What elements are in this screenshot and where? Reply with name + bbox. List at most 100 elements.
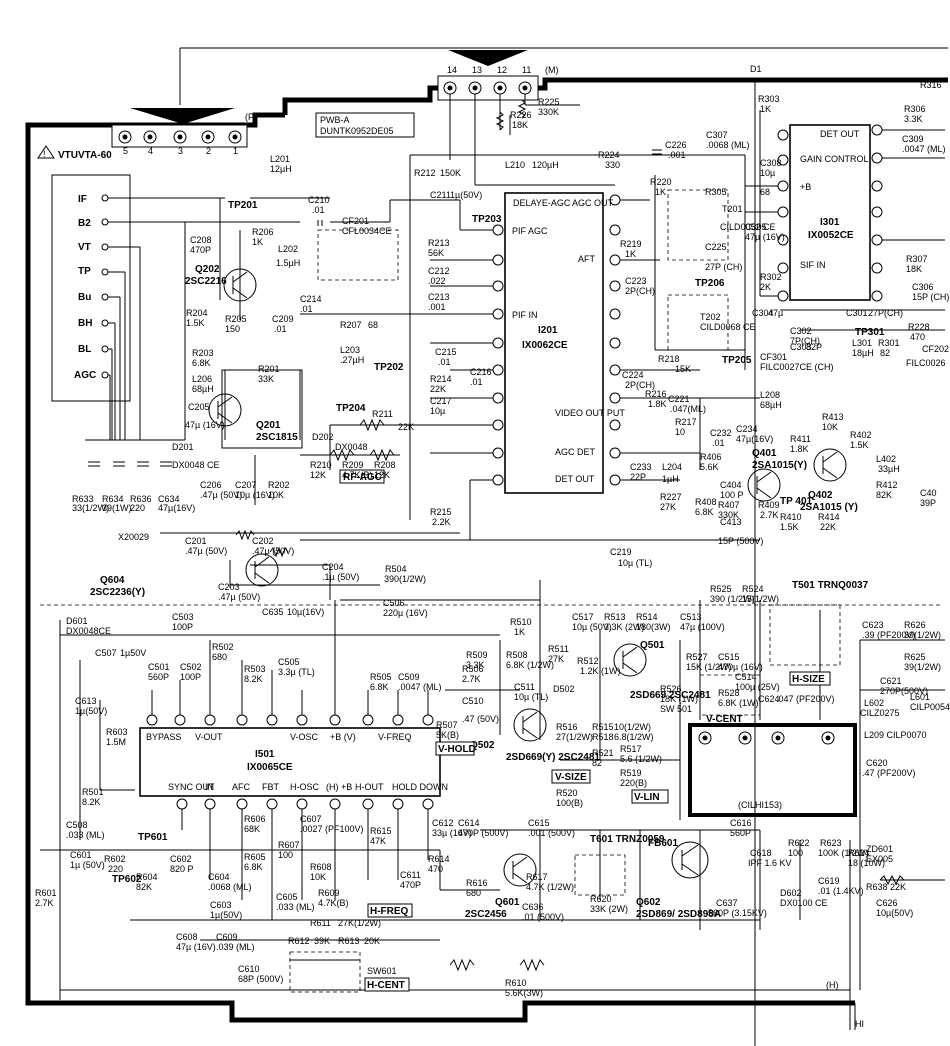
part-value: 560P (3.15KV)	[708, 908, 767, 918]
part-value: CILD0052 CE	[720, 222, 776, 232]
part-ref: R407	[718, 500, 740, 510]
part-value: 18K	[512, 120, 528, 130]
part-ref: R305	[705, 187, 727, 197]
part-ref: R409	[758, 500, 780, 510]
part-ref: R225	[538, 97, 560, 107]
part-ref: R528	[718, 688, 740, 698]
part-ref: R616	[466, 878, 488, 888]
part-ref: R625	[904, 652, 926, 662]
tuner-pin: BH	[78, 318, 92, 329]
part-ref: R516	[556, 722, 578, 732]
ic-pin-label: H-OSC	[290, 782, 320, 792]
transistor-ref: Q402	[808, 490, 833, 501]
part-value: 15(1/2W)	[742, 594, 779, 604]
part-value: 100P	[172, 622, 193, 632]
part-value: 27K(1/2W)	[338, 918, 381, 928]
ic-pin-label: AGC DET	[555, 447, 596, 457]
part-value: 2.2K	[432, 517, 451, 527]
part-value: 1µH	[662, 474, 679, 484]
part-value: 82	[592, 758, 602, 768]
part-value: .47 (50V)	[462, 714, 499, 724]
pin-label: 3	[178, 146, 183, 156]
part-value: 12µH	[270, 164, 292, 174]
part-ref: R636	[130, 494, 152, 504]
part-ref: C233	[630, 462, 652, 472]
cf201-outline	[317, 229, 399, 281]
part-value: 10µ (TL)	[618, 558, 652, 568]
part-value: 68µH	[760, 400, 782, 410]
part-value: 3.3K	[904, 114, 923, 124]
part-value: 5.6 (1/2W)	[620, 754, 662, 764]
part-value: 1K	[252, 237, 263, 247]
h-freq-label: H-FREQ	[370, 906, 409, 917]
transistors: Q202 2SC2216 Q201 2SC1815 Q401 2SA1015(Y…	[90, 264, 858, 920]
part-ref: C404	[720, 480, 742, 490]
part-ref: R601	[35, 888, 57, 898]
part-ref: R218	[658, 354, 680, 364]
part-ref: R622	[788, 838, 810, 848]
ic-i501: BYPASS V-OUT V-OSC +B (V) V-FREQ I501 IX…	[139, 714, 448, 810]
part-ref: R306	[904, 104, 926, 114]
part-ref: R501	[82, 787, 104, 797]
part-ref: R633	[72, 494, 94, 504]
tuner-pin: AGC	[74, 370, 96, 381]
part-ref: R307	[906, 254, 928, 264]
v-cent-outline	[699, 674, 761, 716]
part-value: 39K	[314, 936, 330, 946]
part-value: 220	[108, 864, 123, 874]
part-value: 150	[225, 324, 240, 334]
part-ref: C209	[272, 314, 294, 324]
part-ref: C505	[278, 657, 300, 667]
part-value: 2P(CH)	[625, 286, 655, 296]
part-ref: R623	[820, 838, 842, 848]
part-value: 10µ (16V)	[235, 490, 275, 500]
part-value: 47µ(16V)	[736, 434, 773, 444]
part-value: 33µH	[878, 464, 900, 474]
part-ref: C514	[735, 672, 757, 682]
part-ref: R508	[506, 650, 528, 660]
part-value: 10µ(16V)	[287, 607, 324, 617]
part-ref: C620	[866, 758, 888, 768]
part-ref: R216	[645, 389, 667, 399]
yoke-label: (CILHI153)	[738, 800, 782, 810]
part-value: .27µH	[340, 355, 364, 365]
tuner-pin: B2	[78, 218, 91, 229]
part-ref: R406	[700, 452, 722, 462]
part-ref: C234	[736, 424, 758, 434]
part-ref: R217	[675, 417, 697, 427]
part-value: .047 (PF200V)	[776, 694, 835, 704]
part-ref: R203	[192, 348, 214, 358]
tuner: ! VTUVTA-60 IF B2 VT TP Bu BH BL AGC	[37, 145, 300, 440]
part-ref: C223	[625, 276, 647, 286]
tuner-pin: Bu	[78, 292, 91, 303]
part-ref: R608	[310, 862, 332, 872]
part-value: 8.2K	[244, 674, 263, 684]
part-ref: R510	[510, 617, 532, 627]
part-ref: C503	[172, 612, 194, 622]
part-ref: C221	[668, 394, 690, 404]
part-value: 4.7K(B)	[318, 898, 349, 908]
part-ref: R603	[106, 727, 128, 737]
part-ref: R610	[505, 978, 527, 988]
part-ref: C615	[528, 818, 550, 828]
part-ref: R638	[866, 882, 888, 892]
part-ref: C301	[846, 308, 868, 318]
v-cent-label: V-CENT	[706, 714, 743, 725]
part-ref: L208	[760, 390, 780, 400]
ic-pin-label: AGC OUT	[572, 198, 614, 208]
part-ref: R515	[592, 722, 614, 732]
transistor-q502: Q502 2SD669(Y) 2SC2481	[470, 708, 600, 763]
part-value: 6.8K	[695, 507, 714, 517]
ic-pin-label: (H) +B	[326, 782, 352, 792]
part-value: 100K (1/2W)	[818, 848, 869, 858]
part-value: 1.8K	[648, 399, 667, 409]
part-value: 47µ	[768, 308, 783, 318]
part-value: .47 (PF200V)	[862, 768, 916, 778]
part-ref: R213	[428, 238, 450, 248]
test-point: TP301	[855, 327, 885, 338]
part-ref: R408	[695, 497, 717, 507]
part-ref: R227	[660, 492, 682, 502]
ic-pin-label: PIF IN	[512, 310, 538, 320]
part-ref: R509	[466, 650, 488, 660]
part-value: 82K	[876, 490, 892, 500]
